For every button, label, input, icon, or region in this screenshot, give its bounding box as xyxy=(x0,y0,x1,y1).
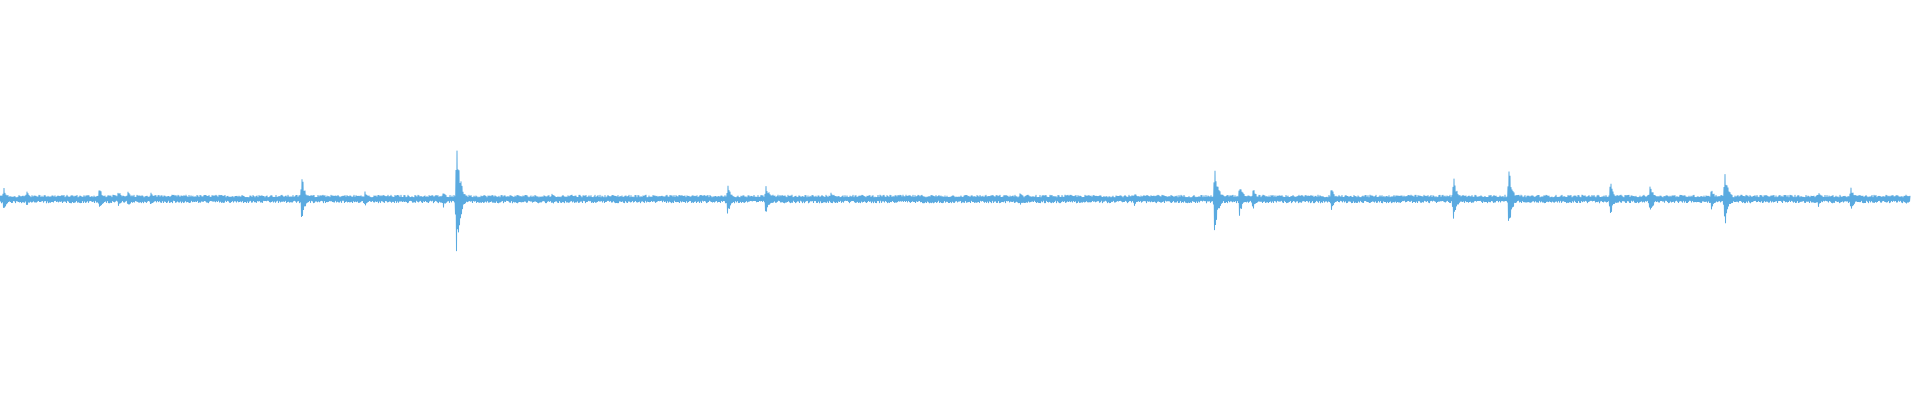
waveform-trace xyxy=(0,150,1911,252)
